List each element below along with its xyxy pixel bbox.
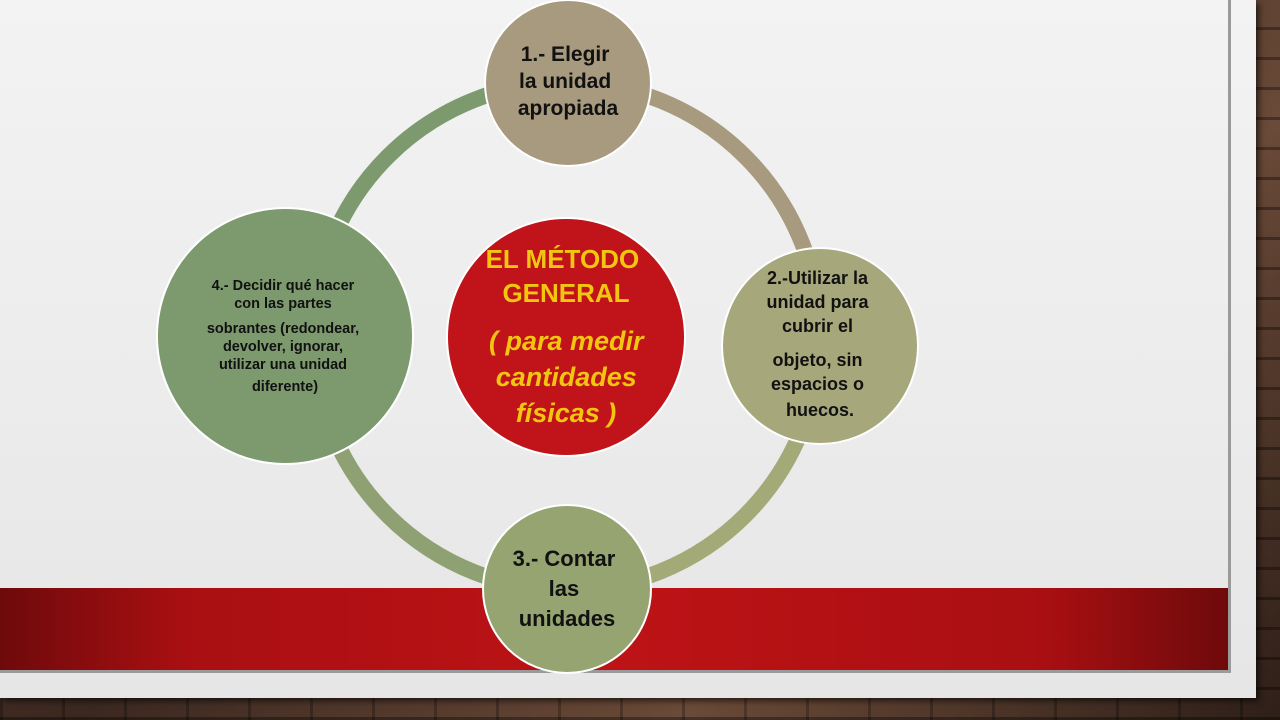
center-subtitle: ( para medir cantidades físicas ) <box>489 326 651 428</box>
step-2-text: 2.-Utilizar la unidad para cubrir el obj… <box>766 268 873 420</box>
frame-line-bottom <box>0 670 1231 673</box>
step-3-text: 3.- Contar las unidades <box>513 546 622 631</box>
step-3-node: 3.- Contar las unidades <box>482 504 652 674</box>
step-4-text: 4.- Decidir qué hacer con las partes sob… <box>207 278 363 395</box>
step-1-node: 1.- Elegir la unidad apropiada <box>484 0 652 167</box>
step-1-text: 1.- Elegir la unidad apropiada <box>518 43 619 120</box>
step-4-node: 4.- Decidir qué hacer con las partes sob… <box>156 207 414 465</box>
frame-line-right <box>1228 0 1231 672</box>
center-title: EL MÉTODO GENERAL <box>486 244 647 308</box>
step-2-node: 2.-Utilizar la unidad para cubrir el obj… <box>721 247 919 445</box>
center-node: EL MÉTODO GENERAL ( para medir cantidade… <box>446 217 686 457</box>
